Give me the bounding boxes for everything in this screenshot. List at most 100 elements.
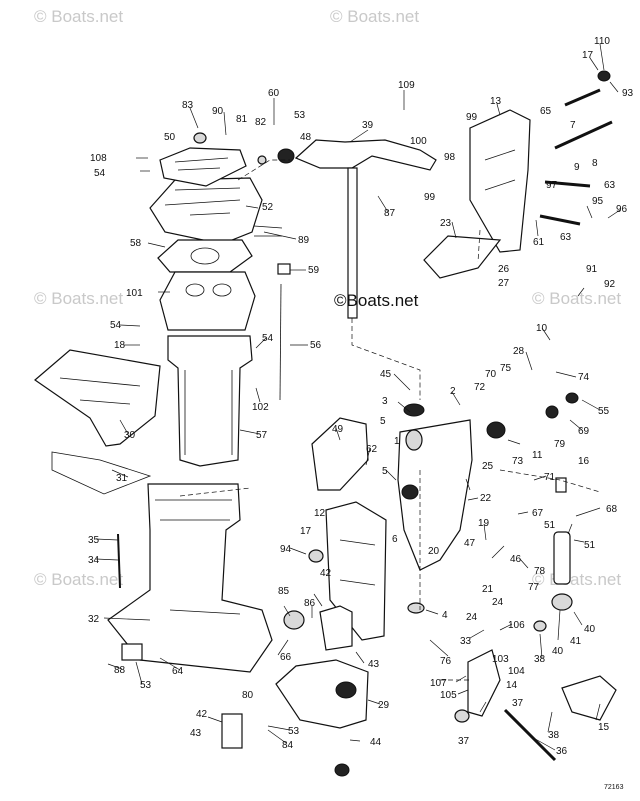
callout-67: 67 bbox=[532, 508, 544, 519]
callout-53: 53 bbox=[294, 110, 306, 121]
callout-92: 92 bbox=[604, 279, 616, 290]
steering-shaft bbox=[347, 167, 358, 319]
callout-85: 85 bbox=[278, 586, 290, 597]
callout-31: 31 bbox=[116, 473, 128, 484]
callout-40-b: 40 bbox=[552, 646, 564, 657]
tilt-cylinder bbox=[553, 531, 571, 585]
watermark-6: © Boats.net bbox=[532, 570, 621, 589]
callout-36: 36 bbox=[556, 746, 568, 757]
callout-93: 93 bbox=[622, 88, 634, 99]
callout-46: 46 bbox=[510, 554, 522, 565]
callout-16: 16 bbox=[578, 456, 590, 467]
callout-53-b: 53 bbox=[140, 680, 152, 691]
callout-9: 9 bbox=[574, 162, 580, 173]
callout-7: 7 bbox=[570, 120, 576, 131]
callout-108: 108 bbox=[90, 153, 107, 164]
callout-5: 5 bbox=[380, 416, 386, 427]
callout-12: 12 bbox=[314, 508, 326, 519]
callout-81: 81 bbox=[236, 114, 248, 125]
gasket bbox=[157, 239, 253, 273]
callout-56: 56 bbox=[310, 340, 322, 351]
watermark-3: © Boats.net bbox=[34, 289, 123, 308]
cradle bbox=[275, 659, 369, 729]
steering-arm bbox=[294, 139, 437, 171]
callout-43: 43 bbox=[368, 659, 380, 670]
callout-11: 11 bbox=[532, 450, 543, 461]
callout-26: 26 bbox=[498, 264, 510, 275]
callout-78: 78 bbox=[534, 566, 546, 577]
callout-27: 27 bbox=[498, 278, 510, 289]
callout-42-b: 42 bbox=[196, 709, 208, 720]
callout-86: 86 bbox=[304, 598, 316, 609]
center-brand-mark: ©Boats.net bbox=[334, 291, 419, 310]
callout-83: 83 bbox=[182, 100, 194, 111]
callout-2: 2 bbox=[450, 386, 456, 397]
callout-24-b: 24 bbox=[466, 612, 478, 623]
callout-1: 1 bbox=[394, 436, 400, 447]
callout-35: 35 bbox=[88, 535, 100, 546]
callout-63-b: 63 bbox=[560, 232, 572, 243]
lower-housing bbox=[107, 483, 273, 673]
callout-70: 70 bbox=[485, 369, 497, 380]
callout-99-b: 99 bbox=[424, 192, 436, 203]
watermark-1: © Boats.net bbox=[34, 7, 123, 26]
callout-labels: 110 17 93 109 60 53 82 81 90 83 48 39 13… bbox=[88, 36, 634, 757]
callout-69: 69 bbox=[578, 426, 590, 437]
cover-plate bbox=[159, 147, 247, 187]
callout-68: 68 bbox=[606, 504, 618, 515]
callout-82: 82 bbox=[255, 117, 267, 128]
callout-98: 98 bbox=[444, 152, 456, 163]
callout-74: 74 bbox=[578, 372, 590, 383]
callout-38-b: 38 bbox=[548, 730, 560, 741]
callout-63: 63 bbox=[604, 180, 616, 191]
callout-79: 79 bbox=[554, 439, 566, 450]
clamp-bracket bbox=[469, 109, 531, 253]
callout-97: 97 bbox=[546, 180, 558, 191]
callout-32: 32 bbox=[88, 614, 100, 625]
callout-99: 99 bbox=[466, 112, 478, 123]
callout-18: 18 bbox=[114, 340, 126, 351]
callout-34: 34 bbox=[88, 555, 100, 566]
callout-51-b: 51 bbox=[584, 540, 596, 551]
callout-5-b: 5 bbox=[382, 466, 388, 477]
callout-20: 20 bbox=[428, 546, 440, 557]
callout-23: 23 bbox=[440, 218, 452, 229]
callout-17: 17 bbox=[582, 50, 594, 61]
callout-105: 105 bbox=[440, 690, 457, 701]
callout-89: 89 bbox=[298, 235, 310, 246]
tilt-plate bbox=[423, 235, 502, 279]
callout-10: 10 bbox=[536, 323, 548, 334]
callout-94: 94 bbox=[280, 544, 292, 555]
callout-54-c: 54 bbox=[262, 333, 274, 344]
callout-4: 4 bbox=[442, 610, 448, 621]
callout-87: 87 bbox=[384, 208, 396, 219]
callout-6: 6 bbox=[392, 534, 398, 545]
callout-14: 14 bbox=[506, 680, 518, 691]
callout-29: 29 bbox=[378, 700, 390, 711]
callout-33: 33 bbox=[460, 636, 472, 647]
callout-100: 100 bbox=[410, 136, 427, 147]
callout-107: 107 bbox=[430, 678, 447, 689]
stern-bracket bbox=[325, 501, 387, 641]
lock-lever bbox=[561, 675, 617, 721]
callout-59: 59 bbox=[308, 265, 320, 276]
watermark-4: © Boats.net bbox=[532, 289, 621, 308]
callout-15: 15 bbox=[598, 722, 610, 733]
callout-44: 44 bbox=[370, 737, 382, 748]
callout-106: 106 bbox=[508, 620, 525, 631]
callout-76: 76 bbox=[440, 656, 452, 667]
exhaust-housing bbox=[167, 335, 253, 467]
callout-102: 102 bbox=[252, 402, 269, 413]
switch-housing bbox=[121, 643, 143, 661]
callout-13: 13 bbox=[490, 96, 502, 107]
callout-38: 38 bbox=[534, 654, 546, 665]
callout-8: 8 bbox=[592, 158, 598, 169]
callout-104: 104 bbox=[508, 666, 525, 677]
yoke bbox=[319, 605, 353, 651]
callout-57: 57 bbox=[256, 430, 268, 441]
callout-22: 22 bbox=[480, 493, 492, 504]
callout-96: 96 bbox=[616, 204, 628, 215]
callout-103: 103 bbox=[492, 654, 509, 665]
watermark-layer: © Boats.net © Boats.net © Boats.net © Bo… bbox=[34, 7, 621, 589]
